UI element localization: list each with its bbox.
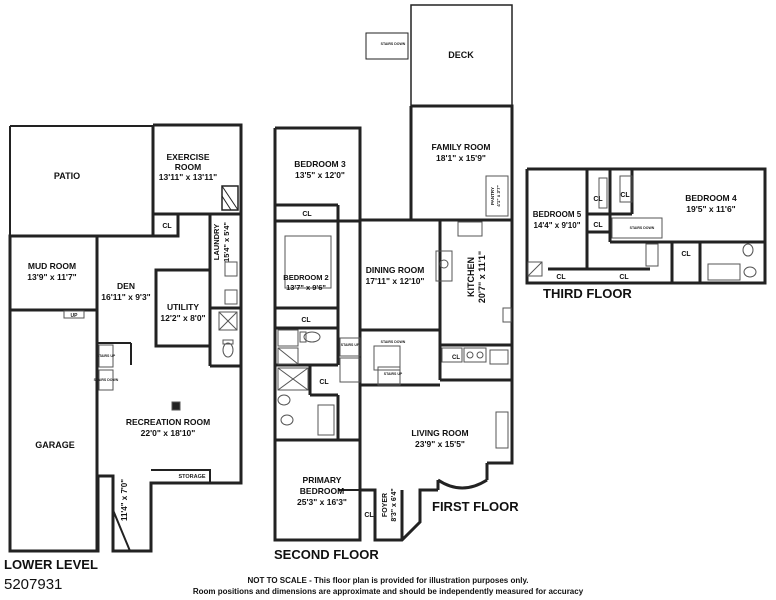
bedroom2-dim: 13'7" x 9'6" [286,283,326,292]
recreation-dim: 22'0" x 18'10" [141,428,196,438]
second-floor-fixtures [277,235,361,436]
recreation-label: RECREATION ROOM [126,417,210,427]
living-label: LIVING ROOM [411,428,468,438]
living-room-bay [437,478,488,490]
garage-label: GARAGE [35,440,75,450]
dining-label: DINING ROOM [366,265,425,275]
exercise-label-1: EXERCISE [167,152,210,162]
sf-cl-4: CL [364,512,374,519]
first-floor-plan [358,4,514,542]
bedroom5-label: BEDROOM 5 [533,210,582,219]
ll-stairs-down: STAIRS DOWN [94,378,119,382]
second-floor-plan [273,126,362,542]
kitchen-dim: 20'7" x 11'1" [477,251,487,303]
bedroom2-label: BEDROOM 2 [283,273,328,282]
den-dim: 16'11" x 9'3" [101,292,150,302]
disclaimer-line-2: Room positions and dimensions are approx… [192,587,584,596]
den-label: DEN [117,281,135,291]
third-floor-fixtures [527,175,757,281]
sf-cl-2: CL [301,317,311,324]
patio-label: PATIO [54,171,80,181]
ll-stairs-up: STAIRS UP [97,354,116,358]
sf-stairs-up: STAIRS UP [341,343,360,347]
primary-label-2: BEDROOM [300,486,344,496]
ff-stairs-down-2: STAIRS DOWN [381,340,406,344]
tf-cl-6: CL [619,274,629,281]
sf-cl-3: CL [319,379,329,386]
nook-dim: 11'4" x 7'0" [120,479,129,521]
bedroom3-label: BEDROOM 3 [294,159,346,169]
utility-dim: 12'2" x 8'0" [160,313,205,323]
utility-label: UTILITY [167,302,199,312]
bedroom5-dim: 14'4" x 9'10" [534,221,581,230]
listing-id: 5207931 [4,576,63,593]
pantry-label: PANTRY [490,187,495,205]
mud-room-label: MUD ROOM [28,261,76,271]
living-dim: 23'9" x 15'5" [415,439,465,449]
first-floor-title: FIRST FLOOR [432,499,519,514]
bedroom3-dim: 13'5" x 12'0" [295,170,345,180]
family-dim: 18'1" x 15'9" [436,153,486,163]
foyer-dim: 8'3" x 6'4" [391,488,398,521]
primary-dim: 25'3" x 16'3" [297,497,347,507]
disclaimer-line-1: NOT TO SCALE - This floor plan is provid… [247,576,529,585]
ff-stairs-up: STAIRS UP [384,372,403,376]
kitchen-label: KITCHEN [466,257,476,297]
primary-label-1: PRIMARY [303,475,342,485]
second-floor-title: SECOND FLOOR [274,547,379,562]
tf-cl-3: CL [593,222,603,229]
third-floor-title: THIRD FLOOR [543,286,632,301]
lower-level-title: LOWER LEVEL [4,557,98,572]
mud-room-dim: 13'9" x 11'7" [27,272,76,282]
ll-cl-label: CL [162,223,172,230]
foyer-label: FOYER [382,493,389,517]
ff-stairs-down: STAIRS DOWN [381,42,406,46]
exercise-dim: 13'11" x 13'11" [159,172,217,182]
family-label: FAMILY ROOM [431,142,490,152]
tf-cl-5: CL [556,274,566,281]
tf-cl-1: CL [593,196,603,203]
deck-label: DECK [448,50,474,60]
storage-label: STORAGE [178,474,205,480]
pantry-dim: 4'1" x 3'7" [496,185,501,206]
lower-level-fixtures [63,261,238,411]
first-floor-fixtures [373,175,512,449]
tf-cl-2: CL [620,192,630,199]
dining-dim: 17'11" x 12'10" [366,276,425,286]
bedroom4-dim: 19'5" x 11'6" [686,204,735,214]
sf-cl-1: CL [302,211,312,218]
bedroom4-label: BEDROOM 4 [685,193,737,203]
lower-level-plan [8,123,243,553]
tf-stairs-down: STAIRS DOWN [630,226,655,230]
laundry-dim: 15'4" x 5'4" [222,222,231,262]
exercise-label-2: ROOM [175,162,201,172]
ff-cl-1: CL [452,355,460,361]
laundry-label: LAUNDRY [212,224,221,260]
tf-cl-4: CL [681,251,691,258]
up-label: UP [71,313,79,319]
